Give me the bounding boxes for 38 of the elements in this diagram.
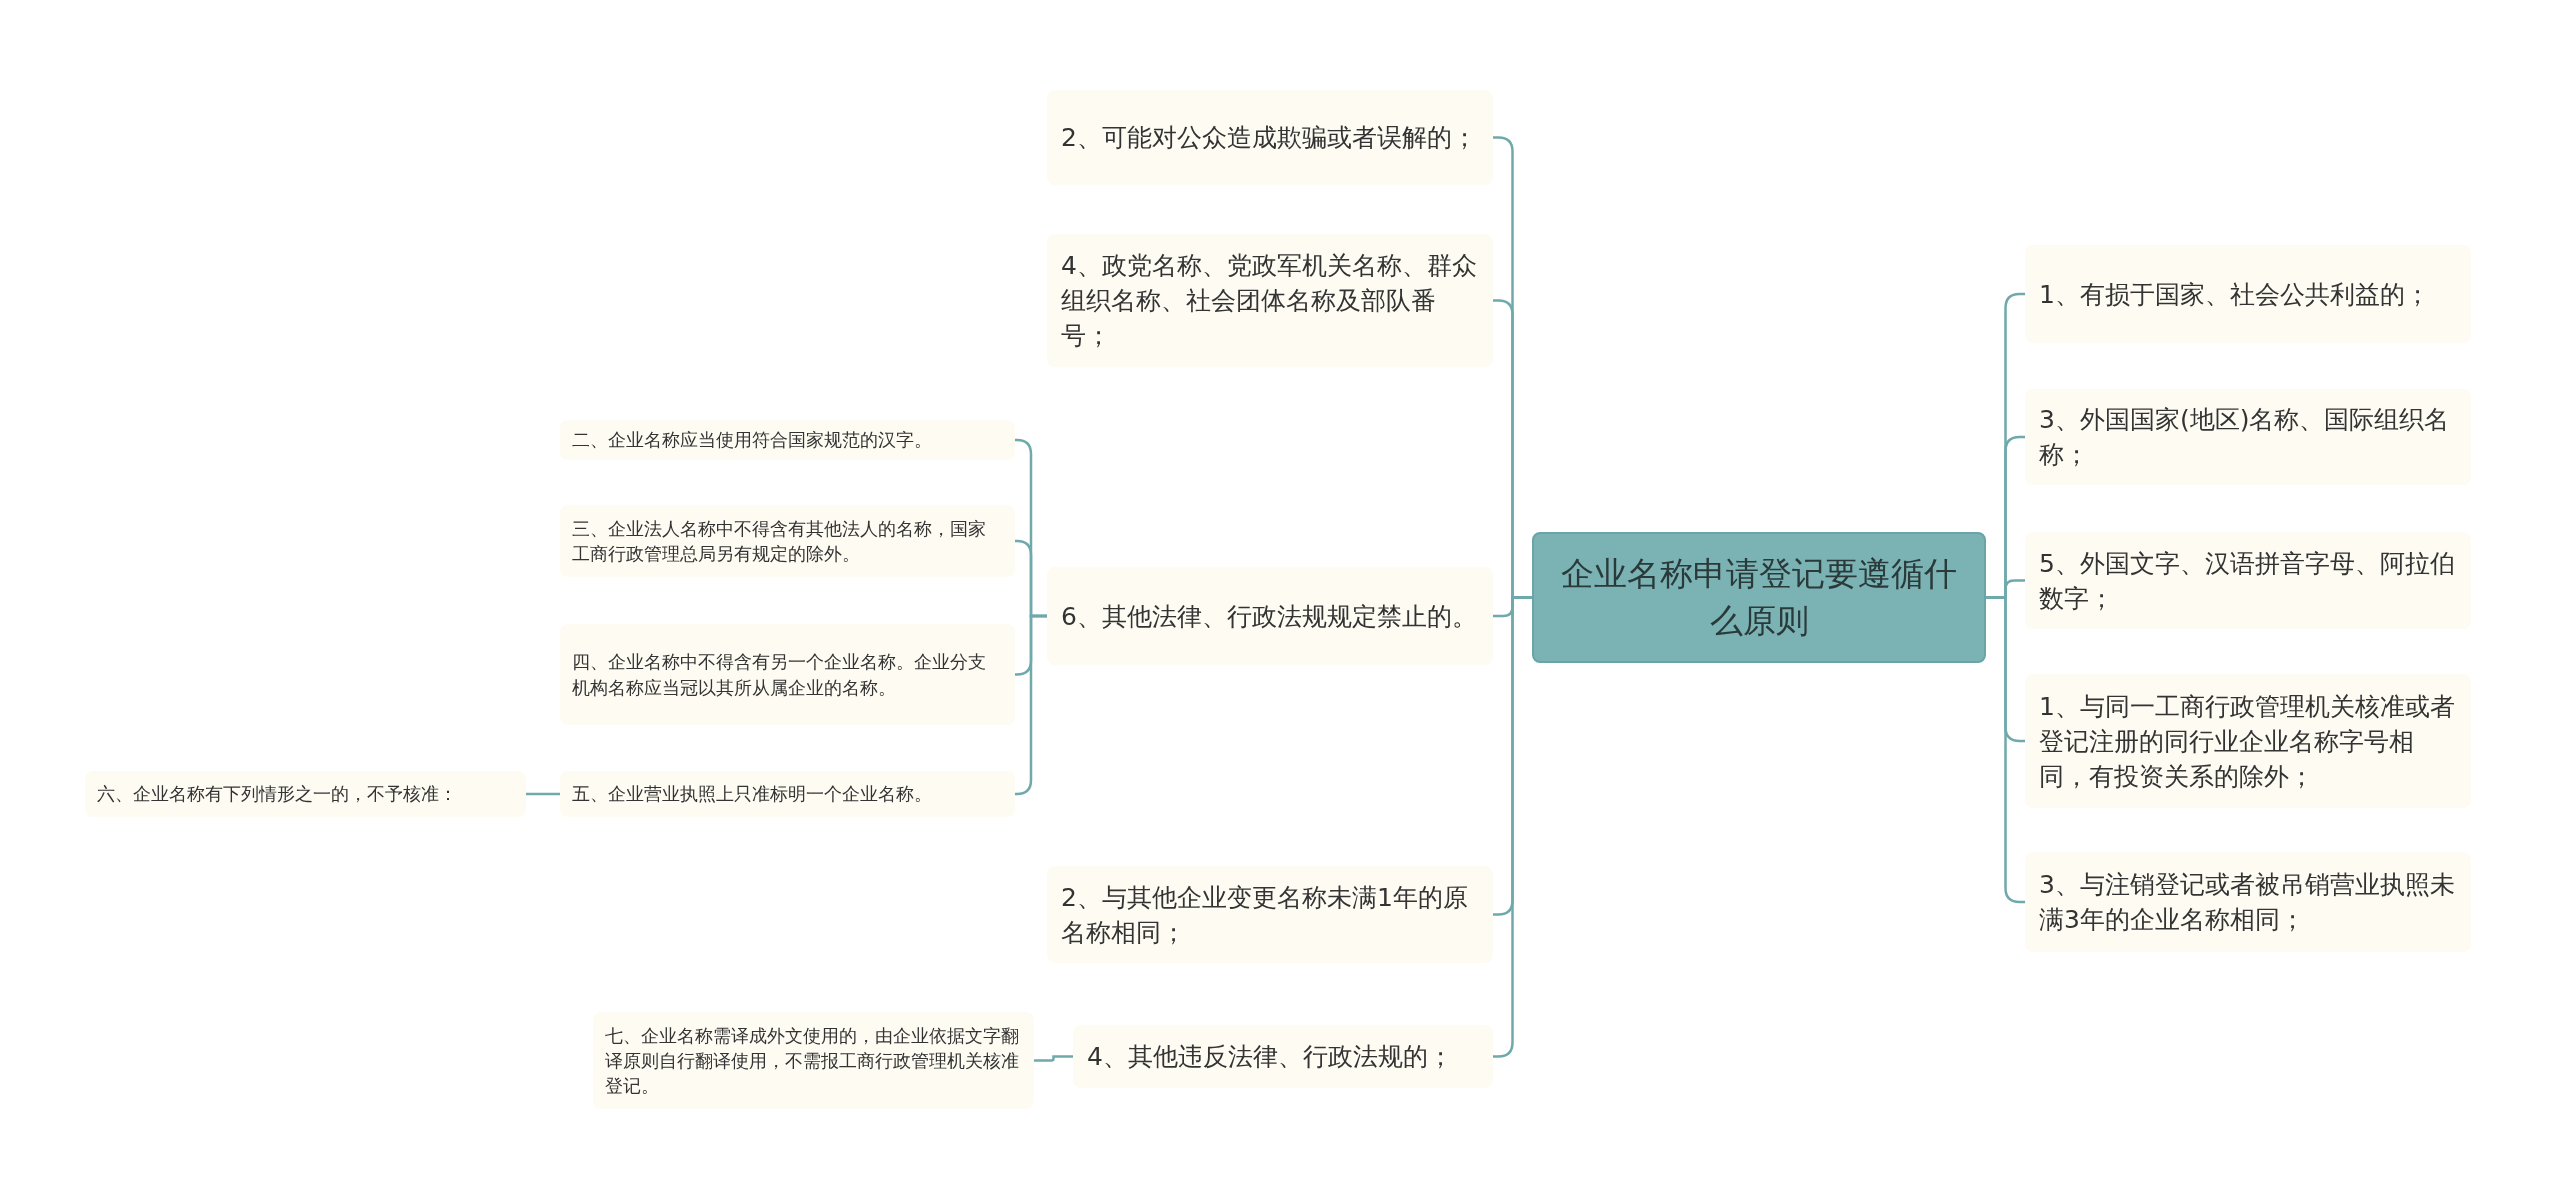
topic-text: 1、有损于国家、社会公共利益的； [2039, 278, 2430, 311]
topic-text: 七、企业名称需译成外文使用的，由企业依据文字翻译原则自行翻译使用，不需报工商行政管理机关核准登记。 [605, 1023, 1020, 1099]
topic-box [1073, 1025, 1493, 1088]
topic-box [2025, 852, 2471, 952]
topic-text: 6、其他法律、行政法规规定禁止的。 [1061, 600, 1477, 633]
connector-line [1015, 614, 1047, 796]
topic-box [2025, 389, 2471, 485]
connector-line [1493, 596, 1532, 1058]
topic-box [85, 771, 526, 817]
topic-box [593, 1012, 1034, 1109]
topic-text: 六、企业名称有下列情形之一的，不予核准： [97, 782, 457, 807]
topic-box [560, 624, 1015, 725]
topic-text: 1、与同一工商行政管理机关核准或者登记注册的同行业企业名称字号相同，有投资关系的除外； [2039, 690, 2456, 793]
topic-box [1047, 567, 1493, 665]
topic-box [560, 771, 1015, 817]
topic-text: 2、与其他企业变更名称未满1年的原名称相同； [1061, 881, 1469, 949]
topic-text: 4、政党名称、党政军机关名称、群众组织名称、社会团体名称及部队番号； [1061, 250, 1478, 352]
topic-text: 二、企业名称应当使用符合国家规范的汉字。 [572, 428, 932, 453]
topic-text: 5、外国文字、汉语拼音字母、阿拉伯数字； [2039, 547, 2456, 615]
topic-text: 3、与注销登记或者被吊销营业执照未满3年的企业名称相同； [2039, 869, 2456, 936]
topic-text: 四、企业名称中不得含有另一个企业名称。企业分支机构名称应当冠以其所从属企业的名称。 [572, 650, 987, 700]
central-topic-box [1532, 532, 1986, 663]
topic-box [1047, 234, 1493, 367]
topic-box [2025, 674, 2471, 808]
topic-text: 企业名称申请登记要遵循什么原则 [1560, 553, 1958, 642]
topic-text: 3、外国国家(地区)名称、国际组织名称； [2039, 404, 2451, 471]
connector-line [526, 792, 560, 796]
topic-text: 五、企业营业执照上只准标明一个企业名称。 [572, 782, 932, 807]
topic-box [2025, 532, 2471, 629]
topic-box [560, 420, 1015, 460]
topic-text: 2、可能对公众造成欺骗或者误解的； [1061, 122, 1477, 154]
topic-box [1047, 866, 1493, 963]
topic-text: 4、其他违反法律、行政法规的； [1087, 1041, 1453, 1073]
topic-box [560, 505, 1015, 577]
topic-box [1047, 90, 1493, 185]
topic-box [2025, 245, 2471, 343]
topic-text: 三、企业法人名称中不得含有其他法人的名称，国家工商行政管理总局另有规定的除外。 [572, 516, 987, 566]
connector-line [1034, 1055, 1073, 1062]
